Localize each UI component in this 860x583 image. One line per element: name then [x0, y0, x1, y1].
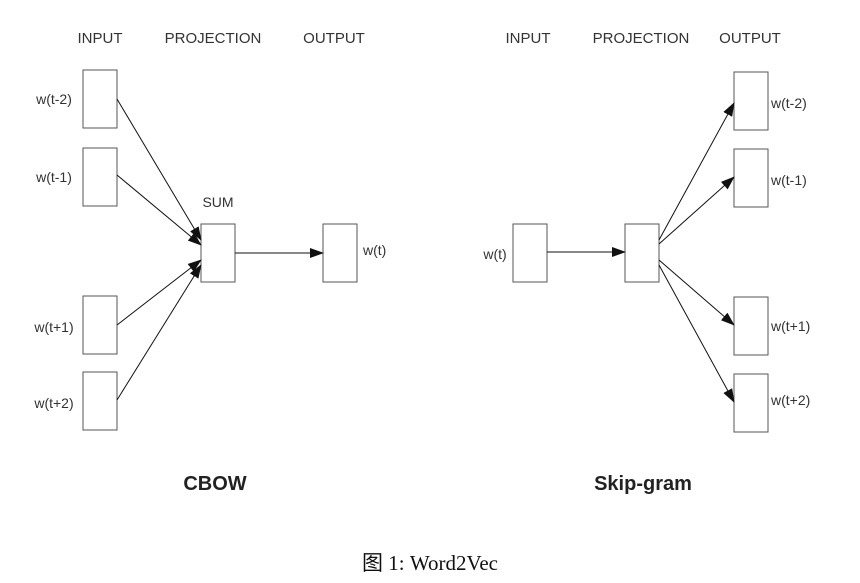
skipgram-edge-2 — [658, 176, 735, 245]
skipgram-projection-box — [624, 223, 660, 283]
skipgram-output-label-2: w(t-1) — [770, 172, 807, 188]
skipgram-edge-1 — [658, 102, 735, 241]
cbow-input-box-3 — [82, 295, 118, 355]
cbow-title: CBOW — [183, 473, 246, 495]
cbow-output-label: w(t) — [362, 242, 386, 258]
cbow-input-box-4 — [82, 371, 118, 431]
cbow-projection-header: PROJECTION — [165, 30, 262, 47]
cbow-output-box — [322, 223, 358, 283]
skipgram-title: Skip-gram — [594, 473, 692, 495]
cbow-edge-2 — [116, 174, 202, 246]
skipgram-edge-3 — [658, 259, 735, 326]
cbow-edge-3 — [116, 259, 202, 326]
skipgram-output-box-1 — [733, 71, 769, 131]
cbow-sum-label: SUM — [202, 194, 233, 210]
skipgram-projection-header: PROJECTION — [593, 30, 690, 47]
cbow-input-label-2: w(t-1) — [35, 169, 72, 185]
cbow-input-box-1 — [82, 69, 118, 129]
figure-caption: 图 1: Word2Vec — [362, 551, 498, 575]
skipgram-model: INPUT PROJECTION OUTPUT w(t) w(t-2) w(t-… — [482, 30, 810, 495]
cbow-edge-1 — [116, 98, 202, 241]
cbow-model: INPUT PROJECTION OUTPUT w(t-2) w(t-1) w(… — [33, 30, 386, 495]
skipgram-input-label: w(t) — [482, 246, 506, 262]
cbow-input-label-3: w(t+1) — [33, 319, 73, 335]
cbow-input-header: INPUT — [78, 30, 123, 47]
cbow-output-header: OUTPUT — [303, 30, 365, 47]
skipgram-input-header: INPUT — [506, 30, 551, 47]
skipgram-output-box-2 — [733, 148, 769, 208]
skipgram-output-label-4: w(t+2) — [770, 392, 810, 408]
skipgram-output-label-3: w(t+1) — [770, 318, 810, 334]
cbow-input-label-4: w(t+2) — [33, 395, 73, 411]
skipgram-input-box — [512, 223, 548, 283]
cbow-input-label-1: w(t-2) — [35, 91, 72, 107]
cbow-edge-4 — [116, 264, 202, 401]
cbow-input-box-2 — [82, 147, 118, 207]
skipgram-output-box-3 — [733, 296, 769, 356]
cbow-projection-box — [200, 223, 236, 283]
skipgram-edge-4 — [658, 264, 735, 403]
skipgram-output-box-4 — [733, 373, 769, 433]
skipgram-output-header: OUTPUT — [719, 30, 781, 47]
skipgram-output-label-1: w(t-2) — [770, 95, 807, 111]
